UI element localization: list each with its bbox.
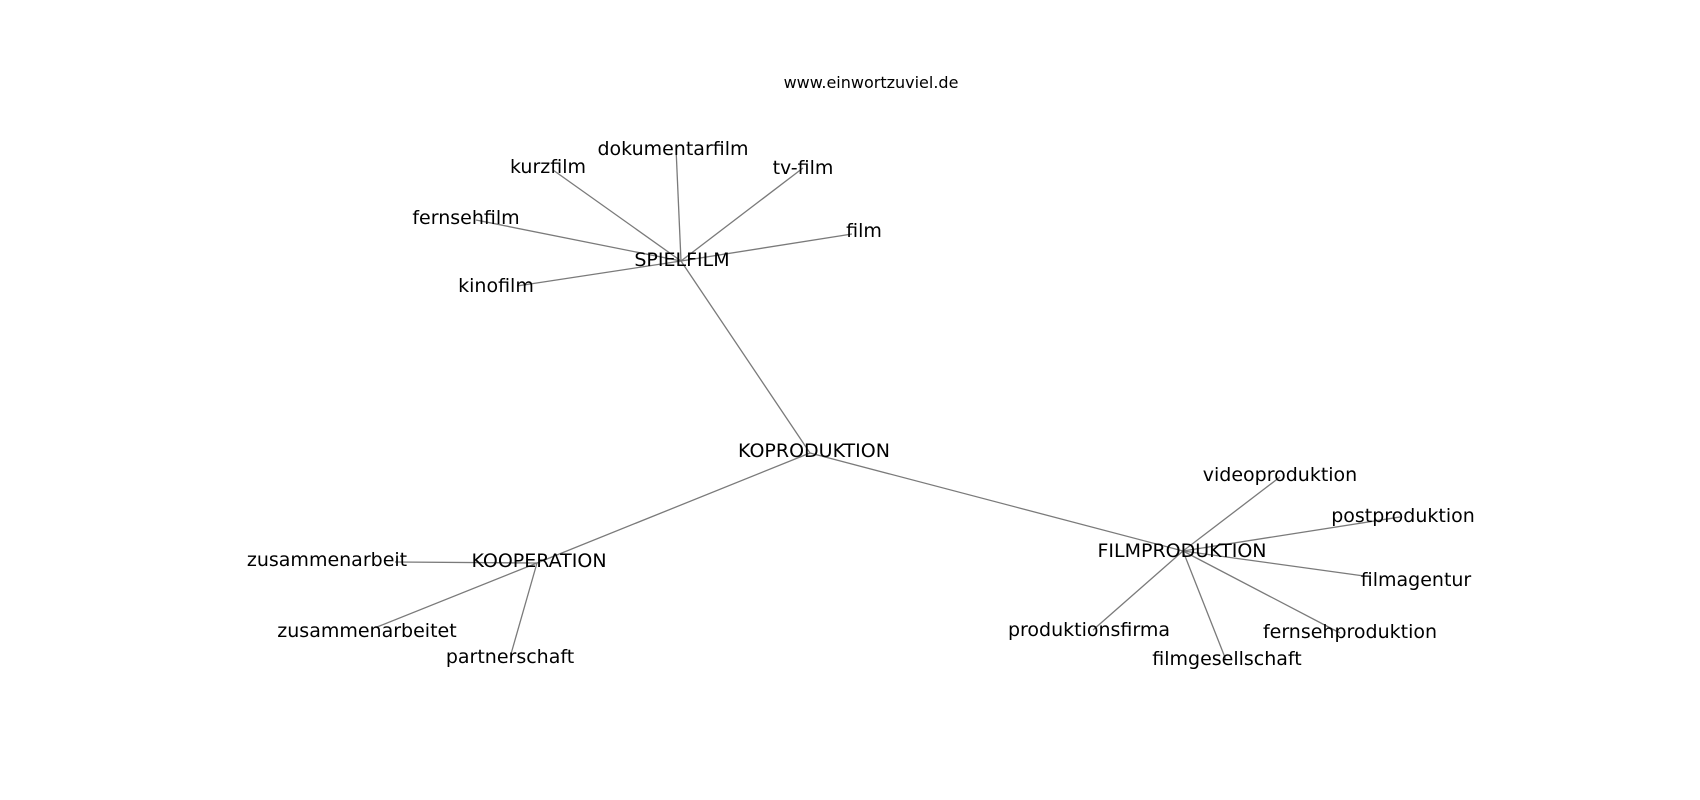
edge-koproduktion-spielfilm — [680, 260, 811, 454]
node-label-dokumentarfilm: dokumentarfilm — [597, 138, 748, 160]
graph-edges — [376, 147, 1401, 661]
edge-spielfilm-tv-film — [680, 167, 804, 262]
node-label-produktionsfirma: produktionsfirma — [1008, 619, 1170, 641]
node-label-tv-film: tv-film — [773, 157, 834, 179]
node-label-zusammenarbeit: zusammenarbeit — [247, 549, 407, 571]
edge-filmproduktion-filmagentur — [1182, 550, 1365, 577]
edge-spielfilm-kurzfilm — [552, 169, 682, 262]
edge-spielfilm-film — [680, 233, 853, 262]
node-label-koproduktion: KOPRODUKTION — [738, 440, 890, 462]
edge-kooperation-zusammenarbeitet — [376, 562, 538, 628]
node-label-filmproduktion: FILMPRODUKTION — [1097, 540, 1266, 562]
node-label-kinofilm: kinofilm — [458, 275, 534, 297]
edge-kooperation-zusammenarbeit — [394, 561, 538, 564]
node-label-kurzfilm: kurzfilm — [510, 156, 586, 178]
edge-filmproduktion-produktionsfirma — [1092, 550, 1184, 631]
node-label-filmagentur: filmagentur — [1361, 569, 1472, 591]
node-label-partnerschaft: partnerschaft — [446, 646, 574, 668]
node-label-kooperation: KOOPERATION — [471, 550, 606, 572]
node-label-filmgesellschaft: filmgesellschaft — [1152, 648, 1302, 670]
watermark-url: www.einwortzuviel.de — [784, 73, 959, 92]
edge-spielfilm-kinofilm — [516, 260, 682, 287]
node-label-fernsehproduktion: fernsehproduktion — [1263, 621, 1437, 643]
node-label-postproduktion: postproduktion — [1331, 505, 1475, 527]
node-label-film: film — [846, 220, 882, 242]
node-label-zusammenarbeitet: zusammenarbeitet — [277, 620, 456, 642]
edge-filmproduktion-filmgesellschaft — [1182, 550, 1227, 661]
node-label-fernsehfilm: fernsehfilm — [412, 207, 519, 229]
node-label-spielfilm: SPIELFILM — [634, 249, 729, 271]
edge-spielfilm-dokumentarfilm — [675, 147, 682, 262]
edge-kooperation-partnerschaft — [510, 562, 538, 655]
edge-filmproduktion-videoproduktion — [1182, 476, 1281, 552]
edge-filmproduktion-postproduktion — [1182, 516, 1401, 552]
edge-koproduktion-filmproduktion — [809, 452, 1184, 552]
edge-filmproduktion-fernsehproduktion — [1182, 550, 1341, 634]
graph-nodes: KOPRODUKTION SPIELFILM KOOPERATION FILMPROD… — [247, 138, 1475, 670]
node-label-videoproduktion: videoproduktion — [1203, 464, 1357, 486]
edge-koproduktion-kooperation — [536, 452, 811, 564]
edge-spielfilm-fernsehfilm — [475, 219, 682, 262]
